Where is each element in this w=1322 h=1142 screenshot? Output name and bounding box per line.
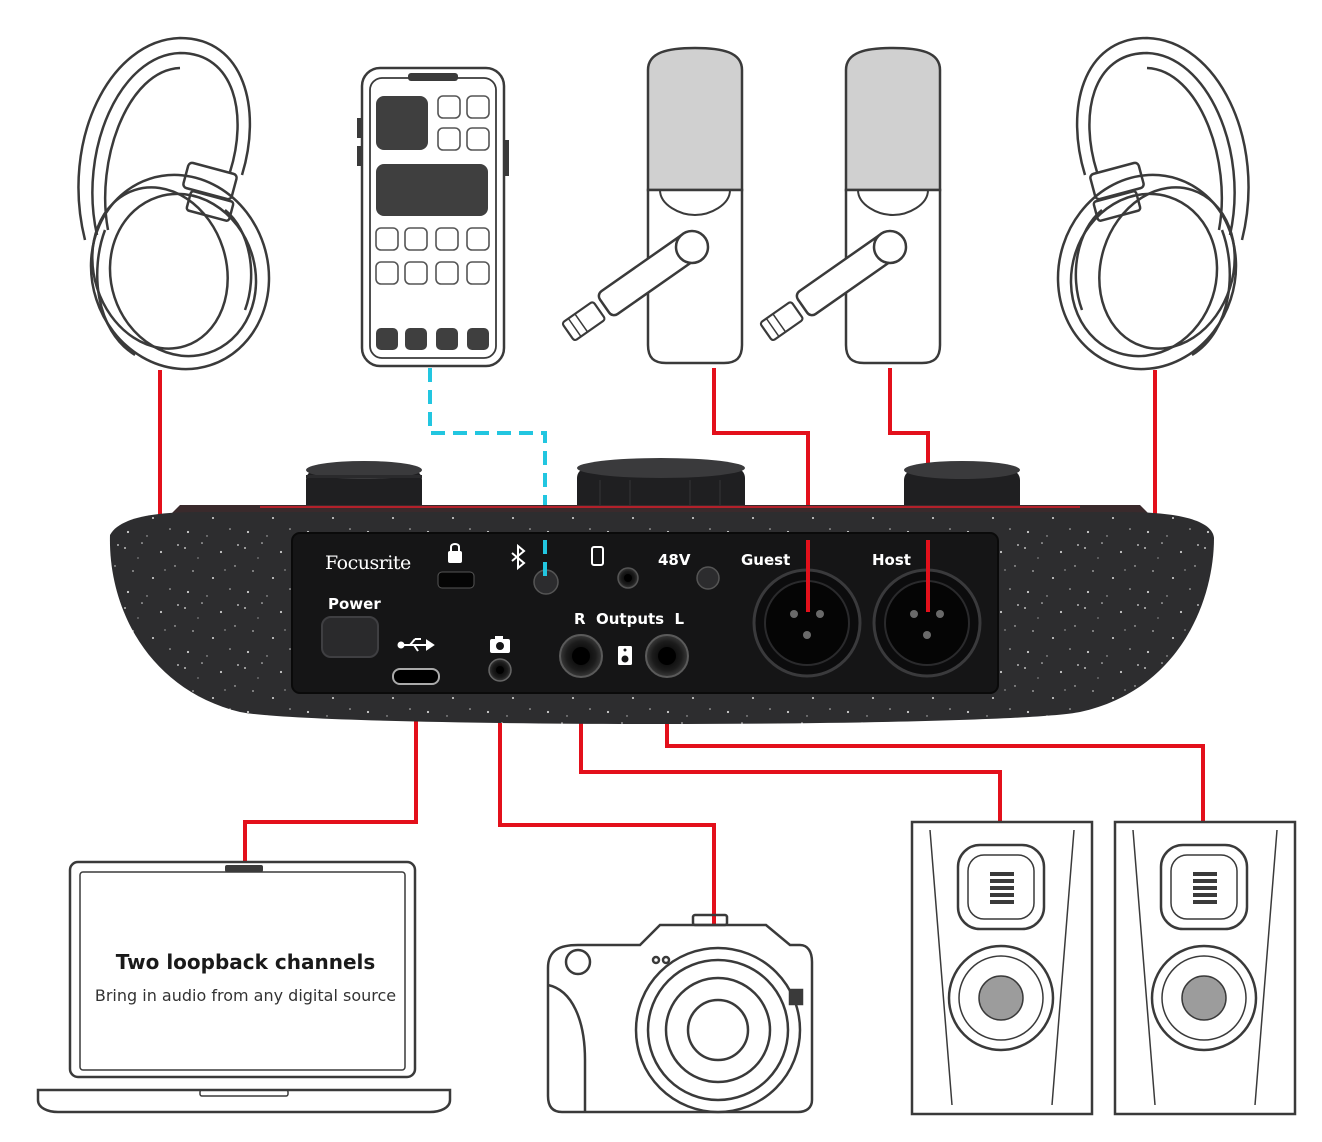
host-label: Host [872, 551, 911, 569]
laptop-screen-title: Two loopback channels [115, 950, 376, 974]
power-label: Power [328, 595, 381, 613]
cables [158, 368, 1205, 925]
microphone-host [759, 46, 942, 365]
phantom-power-label: 48V [658, 551, 691, 569]
xlr-host [872, 568, 982, 678]
phone-icon [591, 546, 604, 566]
guest-label: Guest [741, 551, 791, 569]
phantom-power-button [696, 566, 720, 590]
cable-usb-laptop [243, 682, 418, 866]
laptop-screen-subtitle: Bring in audio from any digital source [94, 986, 397, 1005]
speaker-icon [618, 646, 632, 665]
headphones-right [1056, 36, 1250, 371]
lock-slot [437, 571, 475, 589]
camera-icon [490, 636, 510, 653]
speaker-left [1113, 820, 1297, 1116]
bluetooth-icon [511, 543, 526, 571]
phone [357, 66, 509, 368]
lock-icon [448, 543, 462, 563]
usb-icon [397, 638, 435, 652]
focusrite-device [109, 458, 1214, 724]
usb-c-port [392, 668, 440, 685]
speaker-right [910, 820, 1094, 1116]
headphones-left [77, 36, 271, 371]
outputs-label: R Outputs L [574, 610, 685, 628]
xlr-guest [752, 568, 862, 678]
microphone-guest [561, 46, 744, 365]
cable-camera [498, 676, 716, 925]
power-button [321, 616, 379, 658]
camera [546, 913, 814, 1114]
laptop [36, 860, 452, 1114]
brand-logo: Focusrite [325, 552, 411, 574]
